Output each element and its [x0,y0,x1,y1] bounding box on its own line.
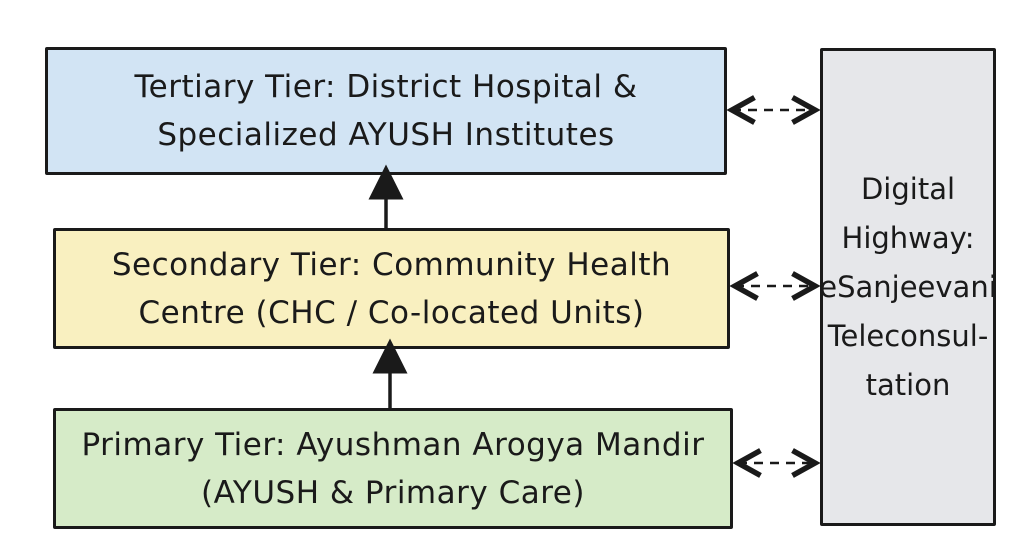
digital-highway-line-5: tation [865,367,951,402]
digital-highway-line-2: Highway: [841,220,975,255]
secondary-tier-line-1: Secondary Tier: Community Health [111,246,672,283]
secondary-tier-box: Secondary Tier: Community Health Centre … [53,228,730,349]
primary-tier-box: Primary Tier: Ayushman Arogya Mandir (AY… [53,408,733,529]
digital-highway-line-3: eSanjeevani [819,269,997,304]
tertiary-tier-line-2: Specialized AYUSH Institutes [157,117,615,153]
digital-highway-box: Digital Highway: eSanjeevani Teleconsul-… [819,48,997,526]
digital-highway-line-4: Teleconsul- [827,318,989,353]
primary-tier-line-1: Primary Tier: Ayushman Arogya Mandir [81,426,705,463]
tertiary-tier-box: Tertiary Tier: District Hospital & Speci… [45,47,727,175]
digital-highway-line-1: Digital [860,171,956,206]
secondary-tier-line-2: Centre (CHC / Co-located Units) [138,294,645,331]
tertiary-tier-line-1: Tertiary Tier: District Hospital & [134,69,638,105]
primary-tier-line-2: (AYUSH & Primary Care) [201,474,585,511]
